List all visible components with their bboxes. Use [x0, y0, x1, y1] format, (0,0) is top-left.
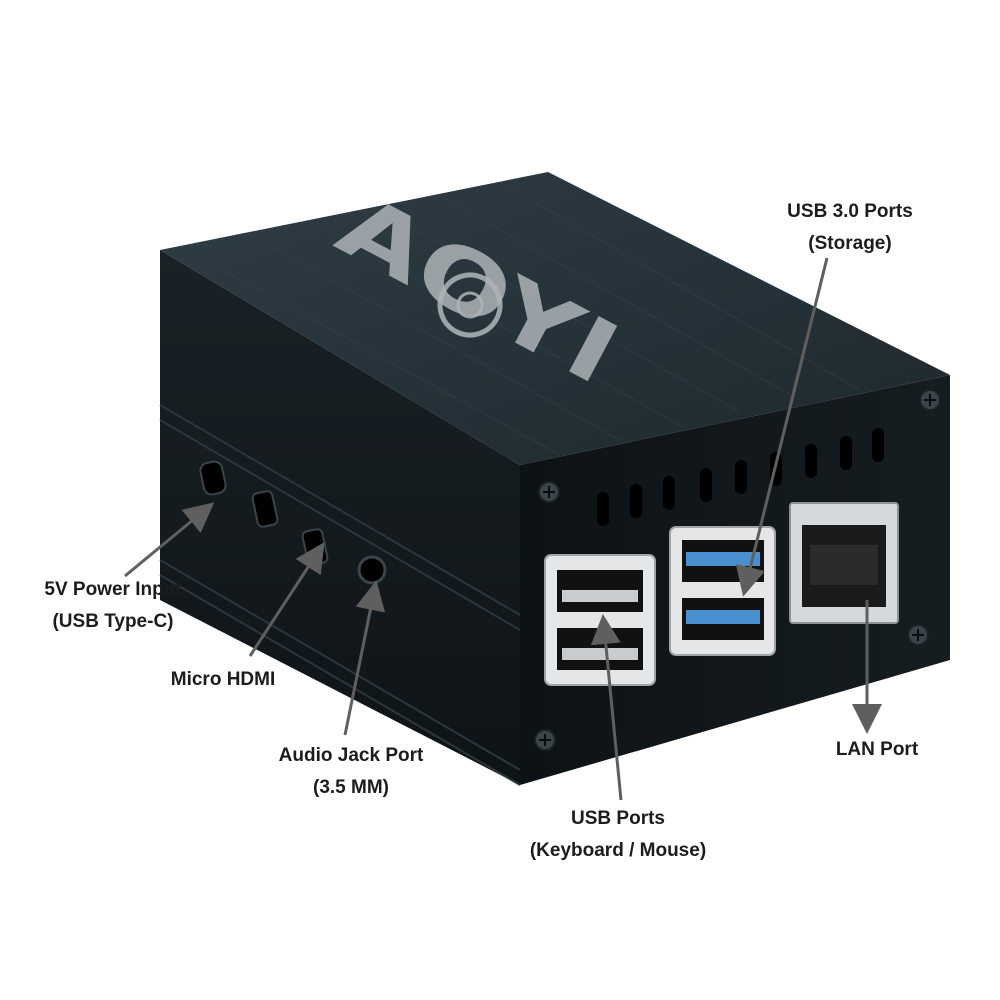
callout-audio-line2: (3.5 MM) — [313, 777, 389, 798]
arrow-hdmi — [248, 541, 325, 657]
screw-icon — [919, 389, 941, 411]
arrow-usb3 — [735, 257, 829, 597]
callout-usb2-line2: (Keyboard / Mouse) — [529, 840, 707, 861]
callout-power: 5V Power Input (USB Type-C) — [18, 574, 208, 638]
callout-audio: Audio Jack Port (3.5 MM) — [256, 740, 446, 804]
callout-hdmi-line1: Micro HDMI — [170, 669, 276, 690]
callout-usb2: USB Ports (Keyboard / Mouse) — [503, 803, 733, 867]
callout-usb3-line2: (Storage) — [808, 233, 892, 254]
top-brush-lines — [199, 181, 861, 456]
logo-emblem-icon — [437, 272, 503, 338]
usb3-ports — [669, 526, 776, 656]
arrow-usb2 — [590, 614, 623, 801]
case-left-side — [160, 250, 520, 785]
callout-power-line2: (USB Type-C) — [52, 611, 174, 632]
screw-icon — [538, 481, 560, 503]
callout-usb3-line1: USB 3.0 Ports — [787, 201, 913, 222]
callout-usb2-line1: USB Ports — [571, 808, 665, 829]
screws — [534, 389, 941, 751]
callout-hdmi: Micro HDMI — [148, 664, 298, 696]
arrow-audio — [343, 580, 386, 736]
usb2-ports — [544, 554, 656, 686]
callout-lan: LAN Port — [812, 734, 942, 766]
callout-usb3: USB 3.0 Ports (Storage) — [765, 196, 935, 260]
callout-power-line1: 5V Power Input — [44, 579, 182, 600]
callout-audio-line1: Audio Jack Port — [278, 745, 424, 766]
audio-jack — [357, 555, 387, 585]
side-ports — [199, 460, 387, 585]
usb-c-port — [199, 460, 227, 496]
case-top-face — [160, 172, 950, 465]
micro-hdmi-port-1 — [251, 490, 279, 528]
screw-icon — [907, 624, 929, 646]
side-grooves — [159, 404, 521, 786]
screw-icon — [534, 729, 556, 751]
callout-arrows — [124, 257, 882, 801]
lan-port — [789, 502, 899, 624]
arrow-power — [124, 502, 215, 578]
callout-lan-line1: LAN Port — [835, 739, 919, 760]
